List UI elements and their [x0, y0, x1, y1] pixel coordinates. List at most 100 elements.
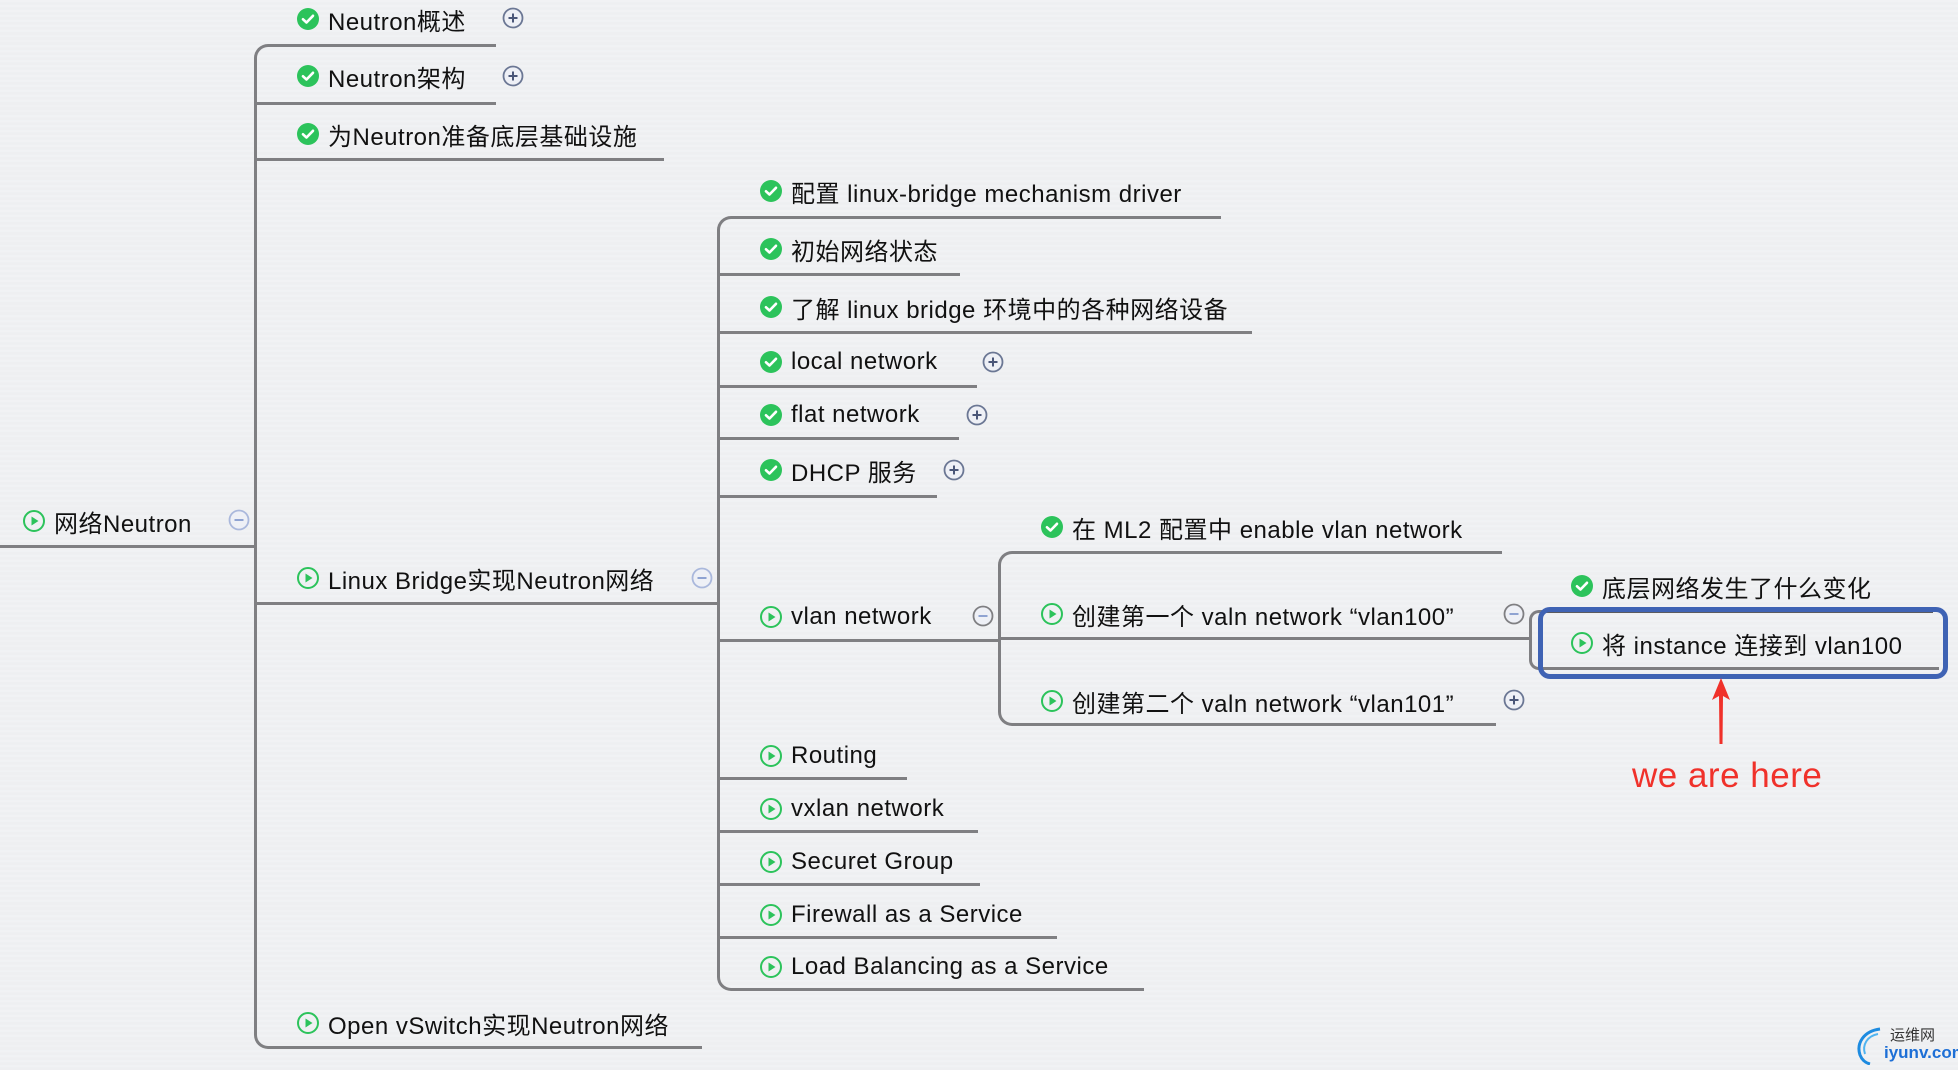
current-position-highlight [1538, 607, 1948, 679]
check-circle-icon [1040, 515, 1064, 539]
connector [719, 331, 1252, 334]
watermark-logo-icon [1857, 1027, 1881, 1065]
connector [0, 545, 257, 548]
watermark: 运维网 iyunv.com [1854, 1025, 1958, 1065]
check-circle-icon [759, 350, 783, 374]
connector-bracket [717, 216, 737, 991]
expand-toggle-icon[interactable] [502, 65, 524, 87]
node-label: 为Neutron准备底层基础设施 [328, 123, 638, 151]
arrow-up-icon [1712, 678, 1730, 744]
topic-node[interactable]: Securet Group [759, 845, 954, 879]
play-circle-icon [759, 797, 783, 821]
expand-toggle-icon[interactable] [943, 459, 965, 481]
check-circle-icon [759, 237, 783, 261]
play-circle-icon [1570, 631, 1594, 655]
connector [268, 1046, 702, 1049]
connector [731, 988, 1144, 991]
node-label: 配置 linux-bridge mechanism driver [791, 180, 1182, 208]
connector [256, 158, 664, 161]
connector [719, 495, 937, 498]
topic-node[interactable]: 底层网络发生了什么变化 [1570, 569, 1872, 603]
connector [256, 602, 718, 605]
node-label: 创建第二个 valn network “vlan101” [1072, 690, 1455, 718]
connector-bracket [254, 44, 274, 1049]
connector [1012, 551, 1502, 554]
annotation-text: we are here [1632, 756, 1823, 795]
node-label: Linux Bridge实现Neutron网络 [328, 567, 655, 595]
connector [1000, 637, 1531, 640]
topic-node[interactable]: DHCP 服务 [759, 453, 917, 487]
watermark-en: iyunv.com [1884, 1042, 1958, 1062]
play-circle-icon [759, 744, 783, 768]
topic-node[interactable]: 了解 linux bridge 环境中的各种网络设备 [759, 290, 1228, 324]
expand-toggle-icon[interactable] [502, 7, 524, 29]
expand-toggle-icon[interactable] [1503, 689, 1525, 711]
topic-node[interactable]: 在 ML2 配置中 enable vlan network [1040, 510, 1463, 544]
collapse-toggle-icon[interactable] [691, 567, 713, 589]
node-label: Neutron概述 [328, 8, 466, 36]
collapse-toggle-icon[interactable] [228, 509, 250, 531]
node-label: Load Balancing as a Service [791, 953, 1109, 980]
connector [731, 216, 1221, 219]
play-circle-icon [759, 605, 783, 629]
node-label: Routing [791, 742, 878, 769]
node-label: vlan network [791, 603, 932, 630]
topic-node[interactable]: flat network [759, 398, 920, 432]
topic-node[interactable]: 创建第一个 valn network “vlan100” [1040, 597, 1454, 631]
topic-node[interactable]: Load Balancing as a Service [759, 950, 1109, 984]
check-circle-icon [759, 458, 783, 482]
connector [1543, 667, 1939, 670]
play-circle-icon [1040, 602, 1064, 626]
watermark-cn: 运维网 [1890, 1027, 1936, 1045]
topic-node[interactable]: 创建第二个 valn network “vlan101” [1040, 684, 1454, 718]
play-circle-icon [759, 850, 783, 874]
node-label: Securet Group [791, 848, 954, 875]
play-circle-icon [296, 566, 320, 590]
collapse-toggle-icon[interactable] [972, 605, 994, 627]
check-circle-icon [296, 64, 320, 88]
node-label: 在 ML2 配置中 enable vlan network [1072, 516, 1463, 544]
topic-node[interactable]: Linux Bridge实现Neutron网络 [296, 561, 654, 595]
node-label: flat network [791, 401, 920, 428]
connector [719, 777, 907, 780]
expand-toggle-icon[interactable] [966, 404, 988, 426]
play-circle-icon [296, 1011, 320, 1035]
play-circle-icon [759, 903, 783, 927]
topic-node[interactable]: Neutron架构 [296, 59, 466, 93]
play-circle-icon [759, 955, 783, 979]
connector [719, 639, 999, 642]
expand-toggle-icon[interactable] [982, 351, 1004, 373]
check-circle-icon [759, 295, 783, 319]
topic-node[interactable]: Neutron概述 [296, 2, 466, 36]
topic-node[interactable]: 为Neutron准备底层基础设施 [296, 117, 637, 151]
topic-node[interactable]: 初始网络状态 [759, 232, 938, 266]
topic-node[interactable]: vxlan network [759, 792, 944, 826]
play-circle-icon [22, 509, 46, 533]
node-label: 底层网络发生了什么变化 [1602, 575, 1872, 603]
check-circle-icon [296, 7, 320, 31]
topic-node[interactable]: Open vSwitch实现Neutron网络 [296, 1006, 669, 1040]
connector [719, 883, 980, 886]
connector-bracket [998, 551, 1018, 726]
topic-node[interactable]: Routing [759, 739, 877, 773]
topic-node[interactable]: local network [759, 345, 938, 379]
connector [719, 437, 959, 440]
connector [719, 830, 978, 833]
node-label: vxlan network [791, 795, 945, 822]
topic-node[interactable]: 配置 linux-bridge mechanism driver [759, 174, 1182, 208]
topic-node[interactable]: Firewall as a Service [759, 898, 1023, 932]
topic-node-current[interactable]: 将 instance 连接到 vlan100 [1570, 626, 1902, 660]
collapse-toggle-icon[interactable] [1503, 603, 1525, 625]
node-label: DHCP 服务 [791, 459, 917, 487]
connector [268, 44, 496, 47]
connector [719, 385, 977, 388]
topic-node[interactable]: vlan network [759, 600, 932, 634]
root-node[interactable]: 网络Neutron [22, 504, 192, 538]
play-circle-icon [1040, 689, 1064, 713]
check-circle-icon [759, 179, 783, 203]
node-label: Neutron架构 [328, 65, 466, 93]
connector [1012, 723, 1496, 726]
check-circle-icon [296, 122, 320, 146]
node-label: 了解 linux bridge 环境中的各种网络设备 [791, 296, 1229, 324]
